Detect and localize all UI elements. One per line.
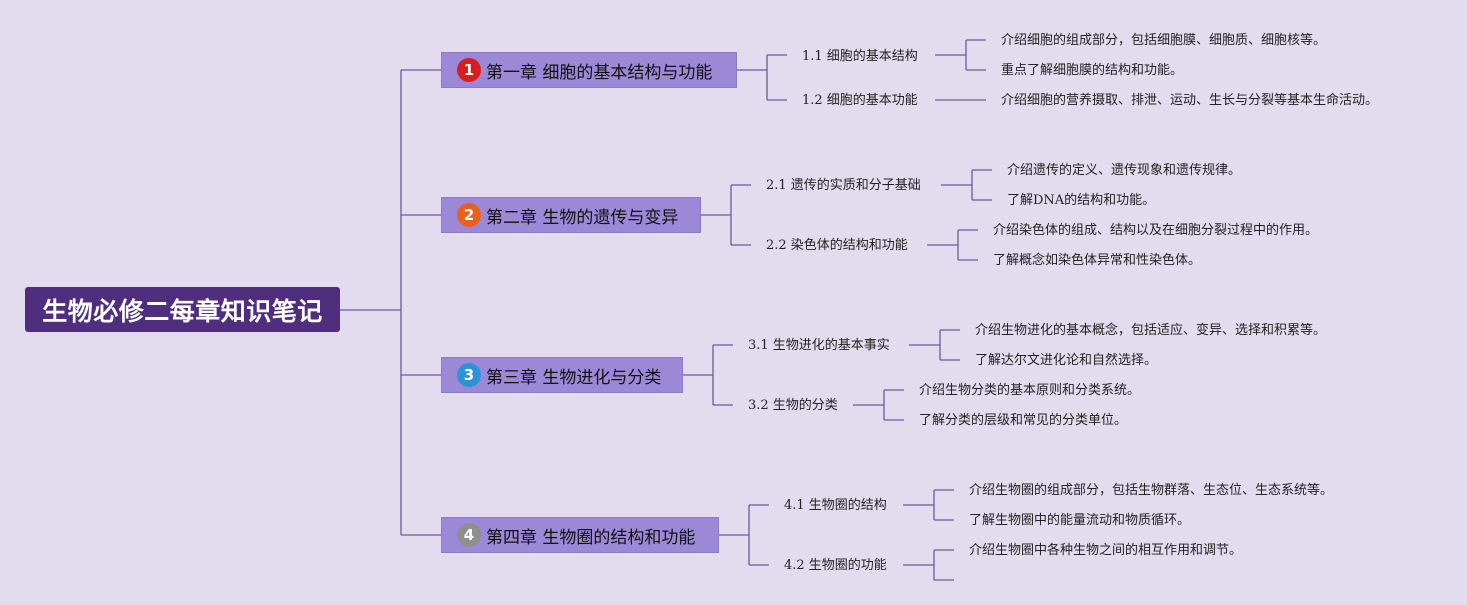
chapter-title: 第四章 生物圈的结构和功能 <box>486 527 696 548</box>
section-1-1[interactable]: 1.1 细胞的基本结构 <box>802 49 918 64</box>
detail-4-2-a[interactable]: 介绍生物圈中各种生物之间的相互作用和调节。 <box>969 543 1243 558</box>
detail-1-2-a[interactable]: 介绍细胞的营养摄取、排泄、运动、生长与分裂等基本生命活动。 <box>1001 93 1379 108</box>
detail-2-1-a[interactable]: 介绍遗传的定义、遗传现象和遗传规律。 <box>1007 163 1242 178</box>
section-2-1[interactable]: 2.1 遗传的实质和分子基础 <box>766 178 921 193</box>
detail-3-1-b[interactable]: 了解达尔文进化论和自然选择。 <box>975 353 1158 368</box>
section-4-1[interactable]: 4.1 生物圈的结构 <box>784 498 887 513</box>
detail-3-2-a[interactable]: 介绍生物分类的基本原则和分类系统。 <box>919 383 1141 398</box>
chapter-title: 第三章 生物进化与分类 <box>486 367 662 388</box>
section-3-1[interactable]: 3.1 生物进化的基本事实 <box>748 338 890 353</box>
chapter-4-node[interactable]: 4 第四章 生物圈的结构和功能 <box>441 517 719 553</box>
section-3-2[interactable]: 3.2 生物的分类 <box>748 398 838 413</box>
chapter-title: 第一章 细胞的基本结构与功能 <box>486 62 713 83</box>
detail-2-2-a[interactable]: 介绍染色体的组成、结构以及在细胞分裂过程中的作用。 <box>993 223 1319 238</box>
chapter-3-node[interactable]: 3 第三章 生物进化与分类 <box>441 357 683 393</box>
section-1-2[interactable]: 1.2 细胞的基本功能 <box>802 93 918 108</box>
number-badge-icon: 4 <box>457 523 481 547</box>
section-2-2[interactable]: 2.2 染色体的结构和功能 <box>766 238 908 253</box>
detail-2-1-b[interactable]: 了解DNA的结构和功能。 <box>1007 193 1156 208</box>
number-badge-icon: 2 <box>457 203 481 227</box>
detail-4-1-a[interactable]: 介绍生物圈的组成部分，包括生物群落、生态位、生态系统等。 <box>969 483 1334 498</box>
number-badge-icon: 3 <box>457 363 481 387</box>
chapter-2-node[interactable]: 2 第二章 生物的遗传与变异 <box>441 197 701 233</box>
chapter-title: 第二章 生物的遗传与变异 <box>486 207 679 228</box>
section-4-2[interactable]: 4.2 生物圈的功能 <box>784 558 887 573</box>
detail-3-2-b[interactable]: 了解分类的层级和常见的分类单位。 <box>919 413 1128 428</box>
root-topic[interactable]: 生物必修二每章知识笔记 <box>25 287 340 332</box>
number-badge-icon: 1 <box>457 58 481 82</box>
detail-4-1-b[interactable]: 了解生物圈中的能量流动和物质循环。 <box>969 513 1191 528</box>
detail-3-1-a[interactable]: 介绍生物进化的基本概念，包括适应、变异、选择和积累等。 <box>975 323 1327 338</box>
detail-2-2-b[interactable]: 了解概念如染色体异常和性染色体。 <box>993 253 1202 268</box>
root-title: 生物必修二每章知识笔记 <box>42 296 323 326</box>
detail-1-1-b[interactable]: 重点了解细胞膜的结构和功能。 <box>1001 63 1184 78</box>
detail-1-1-a[interactable]: 介绍细胞的组成部分，包括细胞膜、细胞质、细胞核等。 <box>1001 33 1327 48</box>
chapter-1-node[interactable]: 1 第一章 细胞的基本结构与功能 <box>441 52 737 88</box>
